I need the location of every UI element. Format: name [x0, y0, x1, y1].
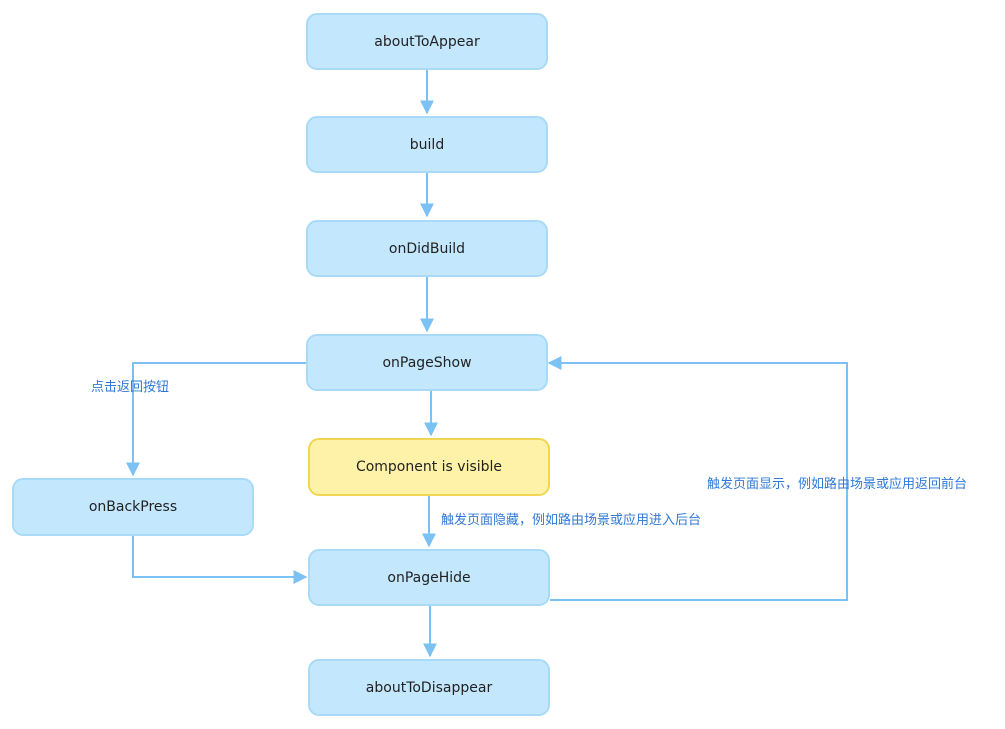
node-about-to-appear[interactable]: aboutToAppear	[306, 13, 548, 70]
edge-backpress-to-pagehide	[132, 536, 308, 584]
node-label: onPageShow	[382, 354, 472, 371]
node-component-visible[interactable]: Component is visible	[308, 438, 550, 496]
node-label: aboutToAppear	[374, 33, 480, 50]
edge-pageshow-to-backpress	[126, 362, 306, 477]
node-on-page-show[interactable]: onPageShow	[306, 334, 548, 391]
edge-pagehide-to-pageshow	[547, 356, 848, 601]
node-on-did-build[interactable]: onDidBuild	[306, 220, 548, 277]
node-label: aboutToDisappear	[365, 679, 493, 696]
node-label: onPageHide	[387, 569, 471, 586]
edge-label-hide-trigger: 触发页面隐藏，例如路由场景或应用进入后台	[441, 513, 702, 528]
node-on-page-hide[interactable]: onPageHide	[308, 549, 550, 606]
edge-label-show-trigger: 触发页面显示，例如路由场景或应用返回前台	[707, 477, 968, 492]
edge-label-back-button: 点击返回按钮	[91, 380, 170, 395]
node-build[interactable]: build	[306, 116, 548, 173]
node-label: onBackPress	[88, 499, 178, 515]
node-label: onDidBuild	[388, 240, 466, 257]
node-on-back-press[interactable]: onBackPress	[12, 478, 254, 536]
node-about-to-disappear[interactable]: aboutToDisappear	[308, 659, 550, 716]
node-label: build	[409, 136, 445, 153]
node-label: Component is visible	[355, 459, 503, 475]
